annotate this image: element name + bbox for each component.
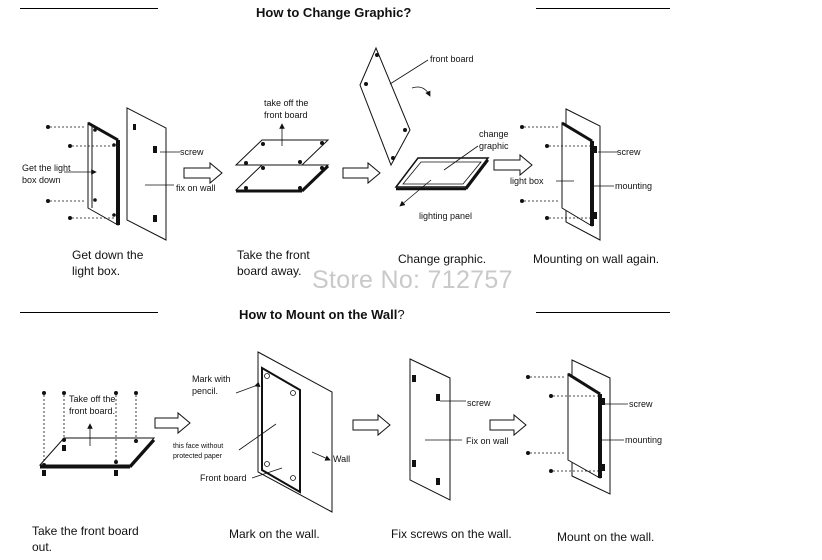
caption-mark-on-wall: Mark on the wall.: [229, 527, 320, 541]
label-get-down-line2: box down: [22, 175, 61, 185]
step-arrows-row1: [183, 153, 533, 185]
step-arrows-row2: [154, 411, 527, 437]
caption-take-front-board-out: Take the front board out.: [32, 524, 139, 554]
label-take-off-out-line1: Take off the: [69, 394, 115, 404]
label-face-line1: this face without: [173, 443, 223, 450]
label-take-off-line1: take off the: [264, 98, 308, 108]
row2-step4-illustration: screw mounting: [526, 359, 662, 495]
label-screw-1: screw: [180, 147, 204, 157]
step3-change-graphic-illustration: front board change graphic lighting pane…: [359, 46, 509, 221]
label-front-board-3: front board: [430, 54, 474, 64]
label-face-line2: protected paper: [173, 453, 223, 460]
label-lighting-panel: lighting panel: [419, 211, 472, 221]
label-mark-line2: pencil.: [192, 386, 218, 396]
label-mark-line1: Mark with: [192, 374, 231, 384]
label-get-down-line1: Get the light: [22, 163, 71, 173]
label-screw-row2-4: screw: [629, 399, 653, 409]
label-change-line1: change: [479, 129, 509, 139]
section-change-graphic-title: How to Change Graphic?: [256, 5, 412, 20]
section-mount-wall-title: How to Mount on the Wall?: [239, 307, 405, 322]
caption-mount-on-wall: Mount on the wall.: [557, 530, 655, 544]
label-fix-on-wall-1: fix on wall: [176, 183, 216, 193]
step4-mounting-illustration: screw light box mounting: [510, 108, 652, 241]
row2-step3-illustration: screw Fix on wall: [409, 358, 509, 501]
row2-step1-illustration: Take off the front board.: [38, 391, 156, 476]
caption-get-down-light-box: Get down the light box.: [72, 248, 144, 278]
caption-change-graphic: Change graphic.: [398, 252, 487, 266]
label-screw-row2: screw: [467, 398, 491, 408]
divider-top-right: [536, 8, 670, 9]
row2-step2-illustration: Mark with pencil. this face without prot…: [173, 351, 350, 513]
label-wall: Wall: [333, 454, 350, 464]
step2-front-board-illustration: take off the front board: [234, 98, 330, 193]
divider-top-left: [20, 8, 158, 9]
caption-fix-screws: Fix screws on the wall.: [391, 527, 512, 541]
divider-mid-right: [536, 312, 670, 313]
divider-mid-left: [20, 312, 158, 313]
label-mounting-4: mounting: [615, 181, 652, 191]
label-front-board-row2: Front board: [200, 473, 247, 483]
label-mounting-row2-4: mounting: [625, 435, 662, 445]
label-take-off-out-line2: front board.: [69, 406, 115, 416]
label-fix-on-wall-row2: Fix on wall: [466, 436, 509, 446]
label-take-off-line2: front board: [264, 110, 308, 120]
label-change-line2: graphic: [479, 141, 509, 151]
caption-mounting-again: Mounting on wall again.: [533, 252, 660, 266]
label-light-box-4: light box: [510, 176, 544, 186]
label-screw-4: screw: [617, 147, 641, 157]
caption-take-front-board-away: Take the front board away.: [237, 248, 310, 278]
store-watermark: Store No: 712757: [312, 266, 513, 294]
step1-light-box-illustration: screw fix on wall Get the light box down: [22, 107, 216, 241]
